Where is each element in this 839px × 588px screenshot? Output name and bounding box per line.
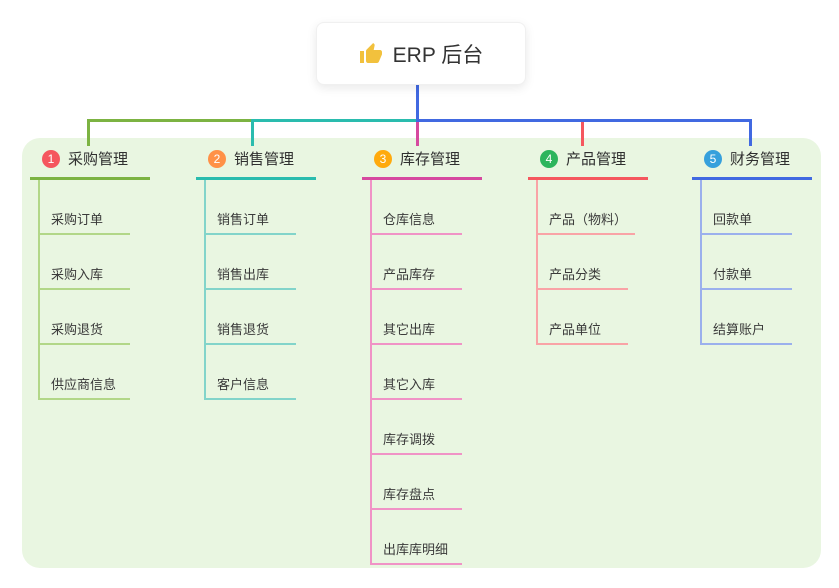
branch-title: 财务管理	[730, 151, 791, 168]
branch-title: 销售管理	[234, 151, 295, 168]
node-label: 采购入库	[38, 264, 130, 290]
node-客户信息[interactable]: 客户信息	[196, 345, 316, 400]
branch-drop-line	[581, 119, 584, 146]
branch-drop-line	[749, 119, 752, 146]
branch-index-badge: 1	[42, 149, 60, 168]
node-产品分类[interactable]: 产品分类	[528, 235, 648, 290]
node-label: 采购订单	[38, 209, 130, 235]
node-销售退货[interactable]: 销售退货	[196, 290, 316, 345]
branch-index-badge: 4	[540, 149, 558, 168]
node-label: 销售订单	[204, 209, 296, 235]
node-采购订单[interactable]: 采购订单	[30, 180, 150, 235]
node-label: 回款单	[700, 209, 792, 235]
branch-采购管理: 1 采购管理采购订单采购入库采购退货供应商信息	[30, 148, 150, 400]
node-label: 产品库存	[370, 264, 462, 290]
branch-vertical-line	[204, 180, 206, 400]
branches-panel	[22, 138, 821, 568]
node-label: 采购退货	[38, 319, 130, 345]
node-其它入库[interactable]: 其它入库	[362, 345, 482, 400]
branch-vertical-line	[370, 180, 372, 565]
node-label: 产品单位	[536, 319, 628, 345]
node-销售出库[interactable]: 销售出库	[196, 235, 316, 290]
branch-header-库存管理[interactable]: 3 库存管理	[362, 148, 482, 180]
node-label: 库存盘点	[370, 484, 462, 510]
node-label: 仓库信息	[370, 209, 462, 235]
node-销售订单[interactable]: 销售订单	[196, 180, 316, 235]
node-label: 结算账户	[700, 319, 792, 345]
branch-销售管理: 2 销售管理销售订单销售出库销售退货客户信息	[196, 148, 316, 400]
node-仓库信息[interactable]: 仓库信息	[362, 180, 482, 235]
node-库存调拨[interactable]: 库存调拨	[362, 400, 482, 455]
node-产品单位[interactable]: 产品单位	[528, 290, 648, 345]
branch-title: 采购管理	[68, 151, 129, 168]
branch-drop-line	[251, 119, 254, 146]
node-产品（物料）[interactable]: 产品（物料）	[528, 180, 648, 235]
node-label: 库存调拨	[370, 429, 462, 455]
root-title: ERP 后台	[392, 43, 484, 67]
node-label: 其它出库	[370, 319, 462, 345]
node-库存盘点[interactable]: 库存盘点	[362, 455, 482, 510]
node-采购入库[interactable]: 采购入库	[30, 235, 150, 290]
branch-index-badge: 3	[374, 149, 392, 168]
root-node[interactable]: ERP 后台	[316, 22, 526, 85]
branch-index-badge: 5	[704, 149, 722, 168]
branch-drop-line	[416, 119, 419, 146]
branch-产品管理: 4 产品管理产品（物料） 产品分类产品单位	[528, 148, 648, 345]
node-label: 产品分类	[536, 264, 628, 290]
node-label: 客户信息	[204, 374, 296, 400]
node-label: 销售出库	[204, 264, 296, 290]
branch-header-财务管理[interactable]: 5 财务管理	[692, 148, 812, 180]
node-label: 产品（物料）	[536, 209, 636, 235]
branch-header-产品管理[interactable]: 4 产品管理	[528, 148, 648, 180]
node-回款单[interactable]: 回款单	[692, 180, 812, 235]
branch-drop-line	[87, 119, 90, 146]
node-其它出库[interactable]: 其它出库	[362, 290, 482, 345]
branch-vertical-line	[700, 180, 702, 345]
branch-vertical-line	[536, 180, 538, 345]
node-label: 出库库明细	[370, 539, 462, 565]
node-label: 其它入库	[370, 374, 462, 400]
node-label: 付款单	[700, 264, 792, 290]
thumbs-up-icon	[359, 42, 382, 63]
node-供应商信息[interactable]: 供应商信息	[30, 345, 150, 400]
branch-vertical-line	[38, 180, 40, 400]
bus-segment	[416, 119, 752, 122]
branch-header-采购管理[interactable]: 1 采购管理	[30, 148, 150, 180]
node-付款单[interactable]: 付款单	[692, 235, 812, 290]
branch-index-badge: 2	[208, 149, 226, 168]
root-drop-line	[416, 83, 419, 122]
node-出库库明细[interactable]: 出库库明细	[362, 510, 482, 565]
branch-财务管理: 5 财务管理回款单付款单结算账户	[692, 148, 812, 345]
bus-segment	[87, 119, 254, 122]
node-采购退货[interactable]: 采购退货	[30, 290, 150, 345]
node-产品库存[interactable]: 产品库存	[362, 235, 482, 290]
node-label: 销售退货	[204, 319, 296, 345]
branch-header-销售管理[interactable]: 2 销售管理	[196, 148, 316, 180]
branch-title: 产品管理	[566, 151, 627, 168]
node-label: 供应商信息	[38, 374, 130, 400]
branch-title: 库存管理	[400, 151, 461, 168]
bus-segment	[251, 119, 419, 122]
branch-库存管理: 3 库存管理仓库信息产品库存其它出库其它入库库存调拨库存盘点出库库明细	[362, 148, 482, 565]
node-结算账户[interactable]: 结算账户	[692, 290, 812, 345]
